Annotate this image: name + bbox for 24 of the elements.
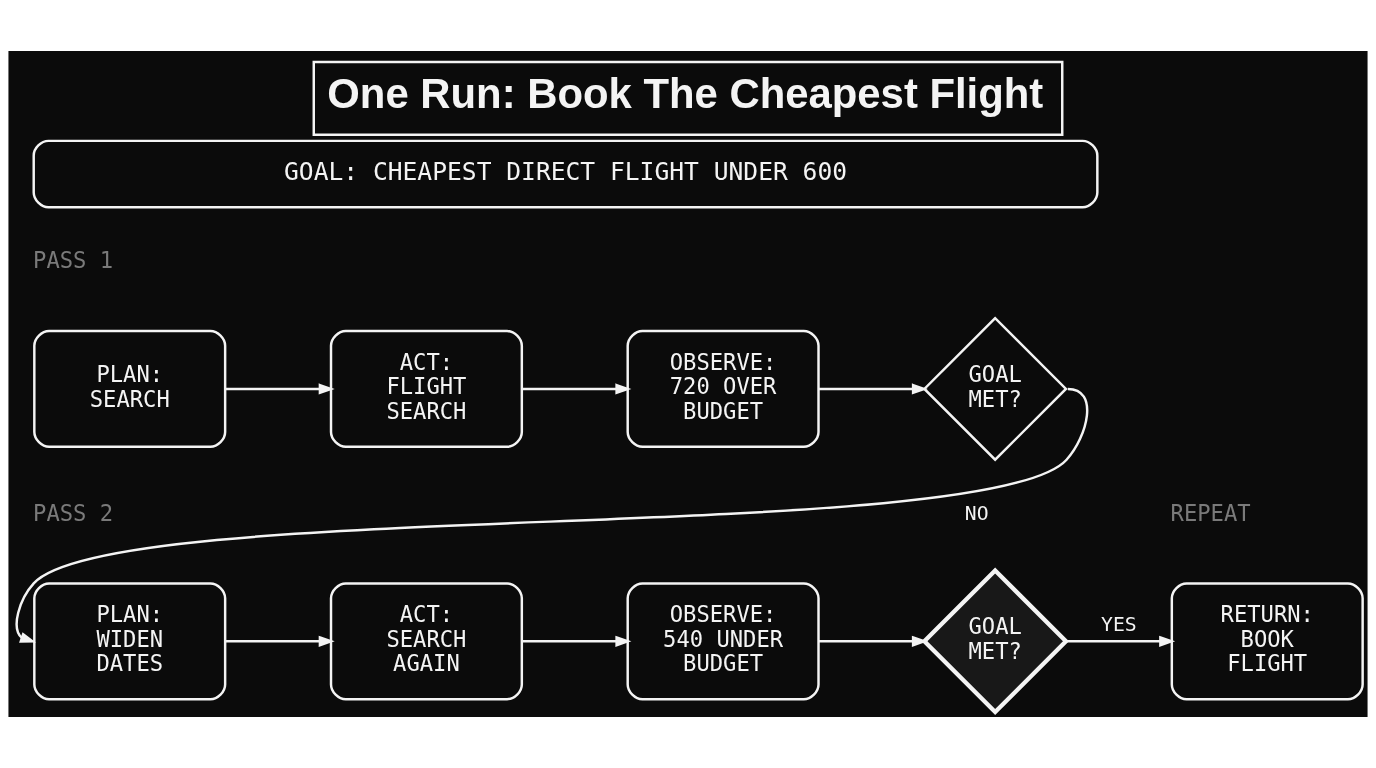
node-box: GOAL: CHEAPEST DIRECT FLIGHT UNDER 600 bbox=[32, 139, 1099, 209]
arrow bbox=[225, 635, 335, 647]
diagram-title: One Run: Book The Cheapest Flight bbox=[327, 70, 1044, 118]
node-box: ACT: FLIGHT SEARCH bbox=[329, 329, 524, 448]
arrow bbox=[1066, 635, 1176, 647]
node-box: PLAN: WIDEN DATES bbox=[33, 582, 227, 701]
node-box: OBSERVE: 720 OVER BUDGET bbox=[626, 329, 820, 448]
node-box: ACT: SEARCH AGAIN bbox=[329, 582, 524, 701]
arrow bbox=[818, 383, 928, 395]
arrow bbox=[225, 383, 335, 395]
node-diamond: GOAL MET? bbox=[921, 567, 1069, 716]
arrow bbox=[15, 387, 1089, 643]
label: PASS 1 bbox=[33, 247, 114, 274]
node-box: PLAN: SEARCH bbox=[33, 329, 227, 448]
label: PASS 2 bbox=[33, 499, 114, 526]
node-diamond: GOAL MET? bbox=[922, 316, 1068, 462]
edge-label: NO bbox=[964, 501, 989, 525]
arrow bbox=[522, 635, 632, 647]
arrow bbox=[818, 635, 928, 647]
edge-label: YES bbox=[1101, 613, 1137, 637]
label: REPEAT bbox=[1170, 499, 1251, 526]
node-box: RETURN: BOOK FLIGHT bbox=[1170, 582, 1364, 701]
node-box: OBSERVE: 540 UNDER BUDGET bbox=[626, 582, 820, 701]
arrow bbox=[522, 383, 632, 395]
